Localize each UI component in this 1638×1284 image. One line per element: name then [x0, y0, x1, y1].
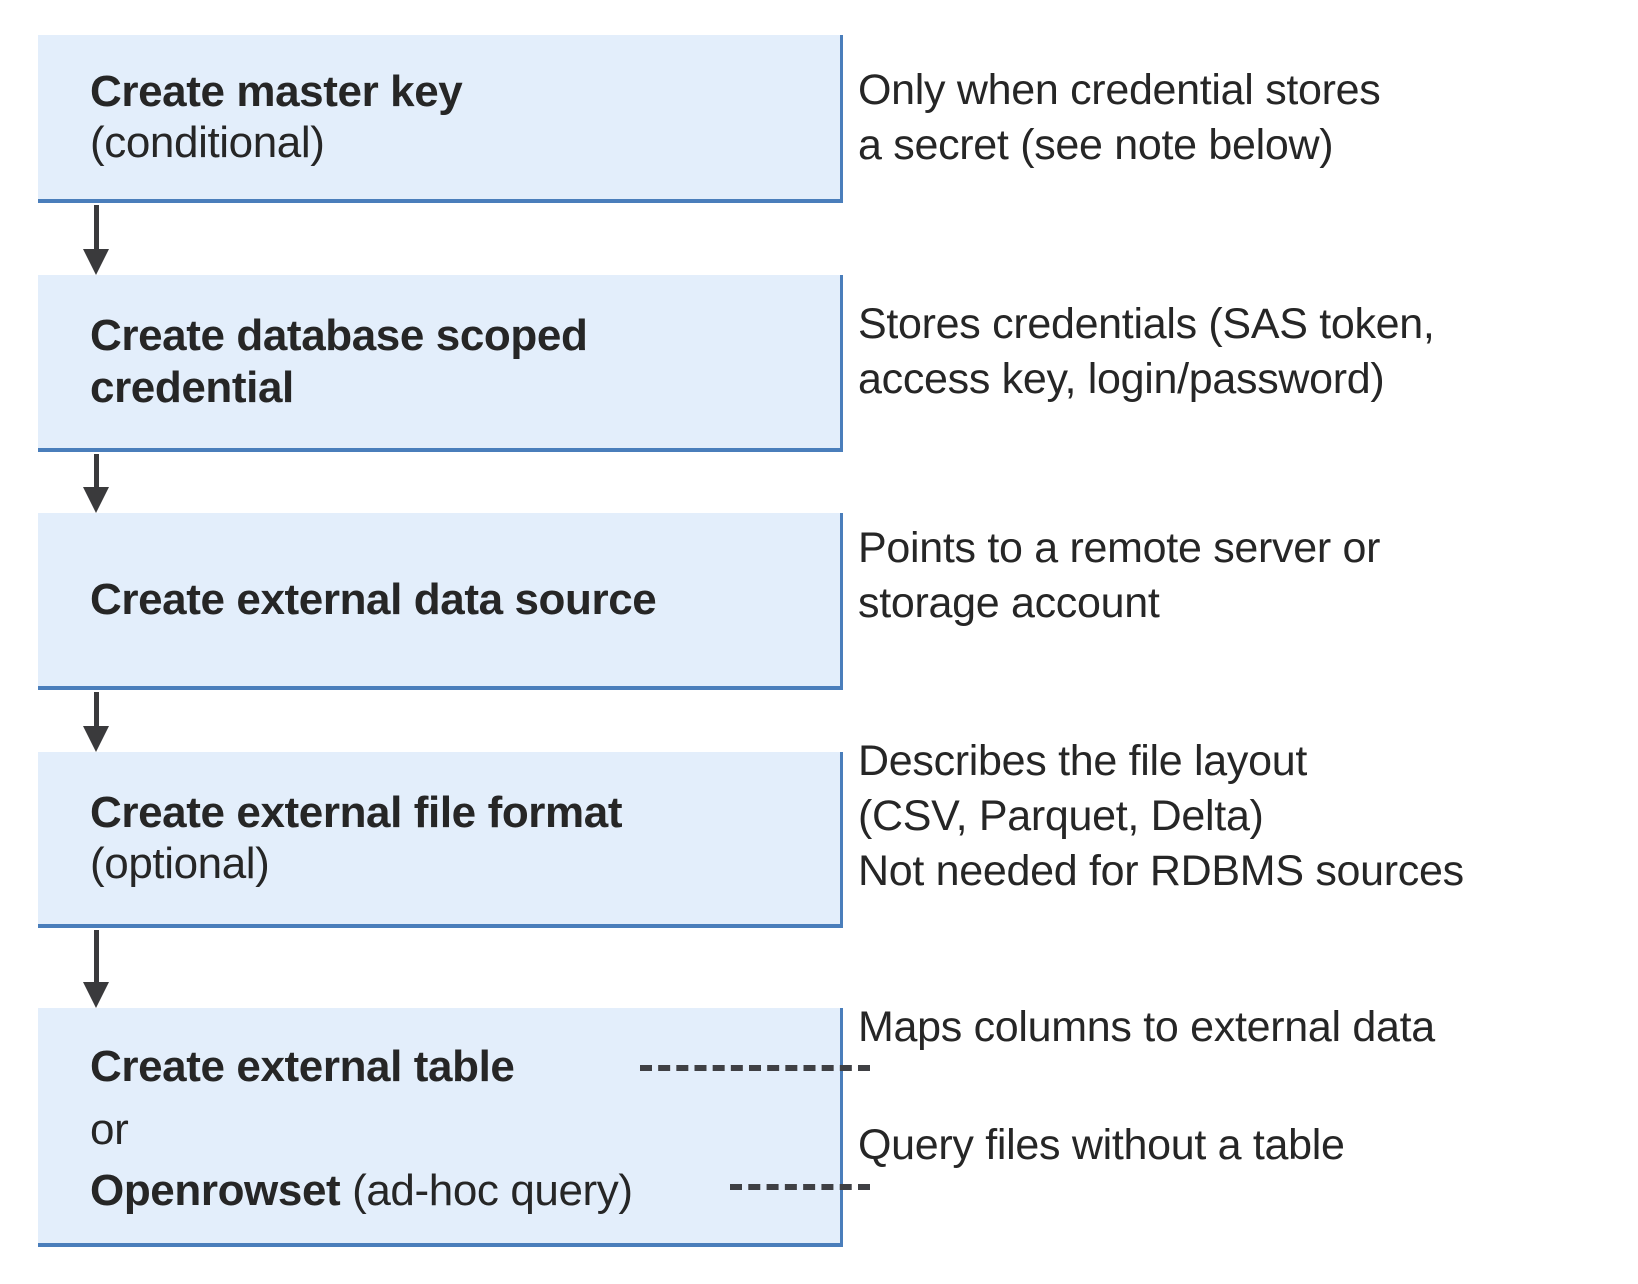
final-step-openrowset-label: Openrowset [90, 1166, 341, 1216]
step-note-create-external-file-format: Describes the file layout (CSV, Parquet,… [858, 737, 1464, 896]
arrow-shaft [94, 692, 99, 728]
step-box-create-database-scoped-credential[interactable]: Create database scoped credential [38, 275, 843, 452]
dashed-connector-external-table [640, 1065, 870, 1071]
final-step-create-external-table-label: Create external table [90, 1042, 515, 1091]
arrow-head [83, 249, 109, 275]
final-step-line-or: or [90, 1105, 129, 1155]
final-step-line-create-external-table: Create external table [90, 1038, 822, 1095]
step-subtitle: (conditional) [90, 118, 325, 167]
step-box-create-external-file-format[interactable]: Create external file format (optional) [38, 752, 843, 928]
step-note-create-external-data-source: Points to a remote server or storage acc… [858, 524, 1381, 628]
arrow-head [83, 982, 109, 1008]
arrow-head [83, 487, 109, 513]
step-note-external-table: Maps columns to external data [858, 1003, 1435, 1051]
step-subtitle: (optional) [90, 839, 270, 888]
step-note-create-database-scoped-credential: Stores credentials (SAS token, access ke… [858, 300, 1435, 404]
step-title: Create database scoped credential [90, 311, 588, 412]
arrow-shaft [94, 930, 99, 984]
arrow-head [83, 726, 109, 752]
dashed-connector-openrowset [730, 1184, 870, 1190]
step-box-create-external-table-or-openrowset[interactable]: Create external table or Openrowset (ad-… [38, 1008, 843, 1247]
step-note-openrowset: Query files without a table [858, 1121, 1345, 1169]
step-title: Create external file format [90, 787, 623, 837]
final-step-line-openrowset: Openrowset (ad-hoc query) [90, 1162, 822, 1219]
flow-arrow-1-icon [83, 205, 109, 275]
arrow-shaft [94, 454, 99, 489]
step-note-create-master-key: Only when credential stores a secret (se… [858, 66, 1381, 170]
step-box-create-master-key[interactable]: Create master key (conditional) [38, 35, 843, 203]
step-title: Create master key [90, 66, 463, 116]
flow-arrow-3-icon [83, 692, 109, 752]
flow-arrow-4-icon [83, 930, 109, 1008]
step-box-create-external-data-source[interactable]: Create external data source [38, 513, 843, 690]
final-step-openrowset-suffix: (ad-hoc query) [340, 1166, 633, 1216]
flow-arrow-2-icon [83, 454, 109, 513]
arrow-shaft [94, 205, 99, 251]
step-title: Create external data source [90, 574, 657, 624]
